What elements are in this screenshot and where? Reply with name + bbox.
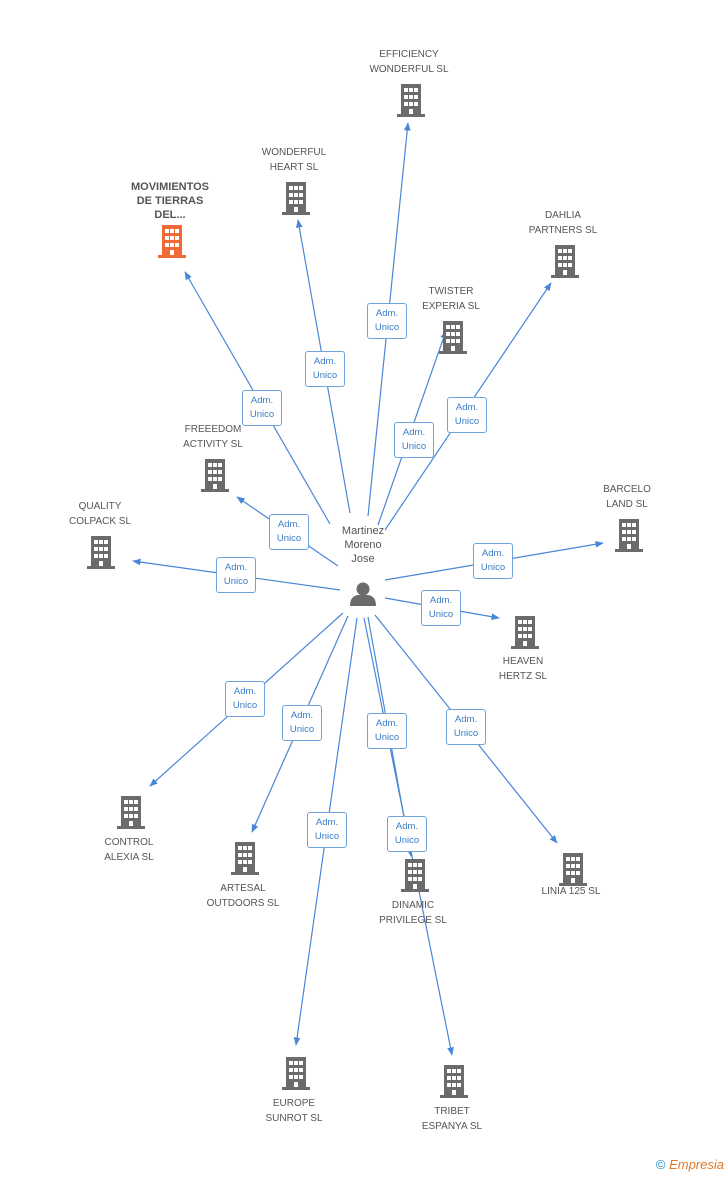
role-badge-dinamic: Adm. Unico (367, 713, 407, 749)
company-label-artesal[interactable]: ARTESAL OUTDOORS SL (206, 883, 280, 909)
role-badge-artesal: Adm. Unico (282, 705, 322, 741)
building-icon[interactable] (282, 1057, 310, 1090)
building-icon[interactable] (439, 321, 467, 354)
building-icon[interactable] (282, 182, 310, 215)
company-label-dinamic[interactable]: DINAMIC PRIVILEGE SL (379, 900, 447, 926)
company-label-freeedom[interactable]: FREEEDOM ACTIVITY SL (183, 424, 243, 450)
role-badge-barcelo: Adm. Unico (473, 543, 513, 579)
role-badge-efficiency: Adm. Unico (367, 303, 407, 339)
building-icon[interactable] (401, 859, 429, 892)
role-badge-heaven: Adm. Unico (421, 590, 461, 626)
center-person-label[interactable]: Martinez Moreno Jose (341, 525, 385, 565)
role-badge-wonderful: Adm. Unico (305, 351, 345, 387)
footer-brand: © Empresia (656, 1157, 724, 1172)
role-badge-freeedom: Adm. Unico (269, 514, 309, 550)
company-label-twister[interactable]: TWISTER EXPERIA SL (422, 286, 480, 312)
building-icon[interactable] (615, 519, 643, 552)
company-label-barcelo[interactable]: BARCELO LAND SL (603, 484, 651, 510)
role-badge-control: Adm. Unico (225, 681, 265, 717)
company-label-europe[interactable]: EUROPE SUNROT SL (265, 1098, 323, 1124)
building-icon[interactable] (117, 796, 145, 829)
company-label-linia[interactable]: LINIA 125 SL (541, 886, 601, 897)
building-icon[interactable] (87, 536, 115, 569)
copyright-symbol: © (655, 1157, 666, 1172)
company-label-control[interactable]: CONTROL ALEXIA SL (104, 837, 154, 863)
role-badge-quality: Adm. Unico (216, 557, 256, 593)
company-label-tribet[interactable]: TRIBET ESPANYA SL (421, 1106, 483, 1132)
role-badge-linia: Adm. Unico (446, 709, 486, 745)
company-label-quality[interactable]: QUALITY COLPACK SL (68, 501, 132, 527)
empresia-logo: Empresia (669, 1157, 724, 1172)
role-badge-movimientos: Adm. Unico (242, 390, 282, 426)
company-label-heaven[interactable]: HEAVEN HERTZ SL (498, 656, 548, 682)
building-icon[interactable] (511, 616, 539, 649)
person-icon (350, 582, 376, 606)
building-icon[interactable] (551, 245, 579, 278)
company-label-efficiency[interactable]: EFFICIENCY WONDERFUL SL (369, 49, 449, 75)
role-badge-dahlia: Adm. Unico (447, 397, 487, 433)
role-badge-europe: Adm. Unico (307, 812, 347, 848)
role-badge-tribet: Adm. Unico (387, 816, 427, 852)
company-label-dahlia[interactable]: DAHLIA PARTNERS SL (528, 210, 598, 236)
company-label-wonderful[interactable]: WONDERFUL HEART SL (261, 147, 327, 173)
building-icon[interactable] (231, 842, 259, 875)
building-icon[interactable] (559, 853, 587, 886)
building-icon[interactable] (158, 225, 186, 258)
company-label-movimientos[interactable]: MOVIMIENTOS DE TIERRAS DEL... (130, 181, 210, 221)
building-icon[interactable] (440, 1065, 468, 1098)
role-badge-twister: Adm. Unico (394, 422, 434, 458)
building-icon[interactable] (397, 84, 425, 117)
building-icon[interactable] (201, 459, 229, 492)
